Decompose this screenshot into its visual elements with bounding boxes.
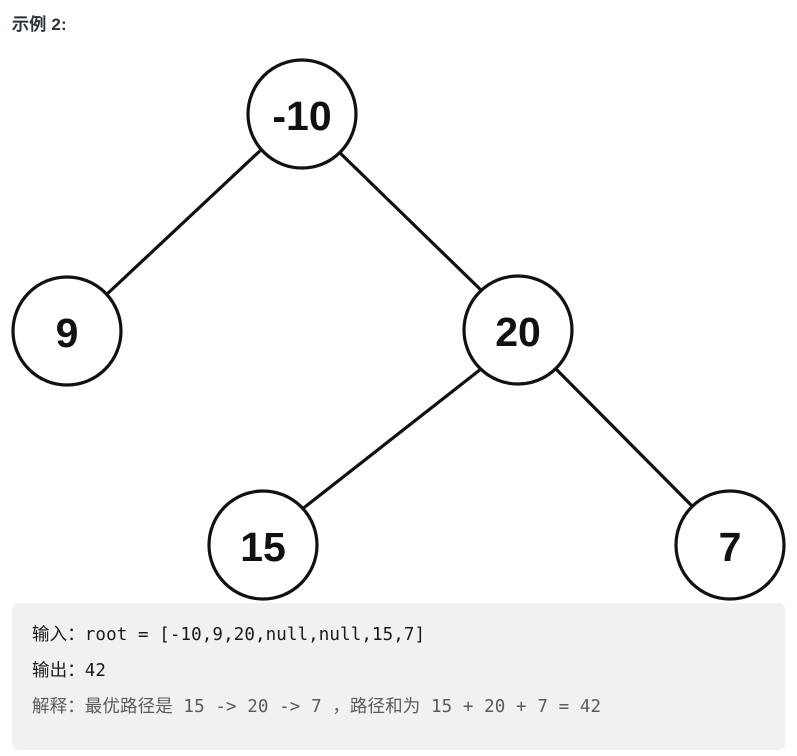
node-circle-root	[246, 58, 358, 170]
tree-node-right[interactable]: 20	[462, 274, 574, 386]
node-label-left: 9	[56, 310, 79, 356]
node-circle-right	[462, 274, 574, 386]
tree-svg: -10 9 20 15 7	[11, 58, 786, 601]
tree-node-left[interactable]: 9	[11, 275, 123, 387]
node-label-right-right: 7	[719, 524, 742, 570]
node-circle-right-right	[674, 489, 786, 601]
edge-20-to-7	[553, 366, 696, 510]
page-title: 示例 2:	[12, 15, 67, 34]
example-line-input: 输入：root = [-10,9,20,null,null,15,7]	[32, 625, 426, 645]
edge-20-to-15	[300, 367, 482, 512]
binary-tree-diagram: -10 9 20 15 7	[0, 40, 797, 610]
node-label-right: 20	[495, 309, 541, 355]
example-line-explanation: 解释：最优路径是 15 -> 20 -> 7 ，路径和为 15 + 20 + 7…	[32, 697, 602, 717]
example-code-block: 输入：root = [-10,9,20,null,null,15,7] 输出：4…	[12, 603, 785, 750]
node-label-root: -10	[272, 93, 331, 139]
node-circle-left	[11, 275, 123, 387]
edge-root-to-20	[336, 149, 485, 294]
tree-node-root[interactable]: -10	[246, 58, 358, 170]
tree-nodes: -10 9 20 15 7	[11, 58, 786, 601]
example-line-output: 输出：42	[32, 661, 107, 681]
node-label-right-left: 15	[240, 524, 286, 570]
edge-root-to-9	[104, 146, 265, 297]
node-circle-right-left	[207, 489, 319, 601]
tree-edges	[104, 146, 696, 512]
tree-node-right-right[interactable]: 7	[674, 489, 786, 601]
tree-node-right-left[interactable]: 15	[207, 489, 319, 601]
